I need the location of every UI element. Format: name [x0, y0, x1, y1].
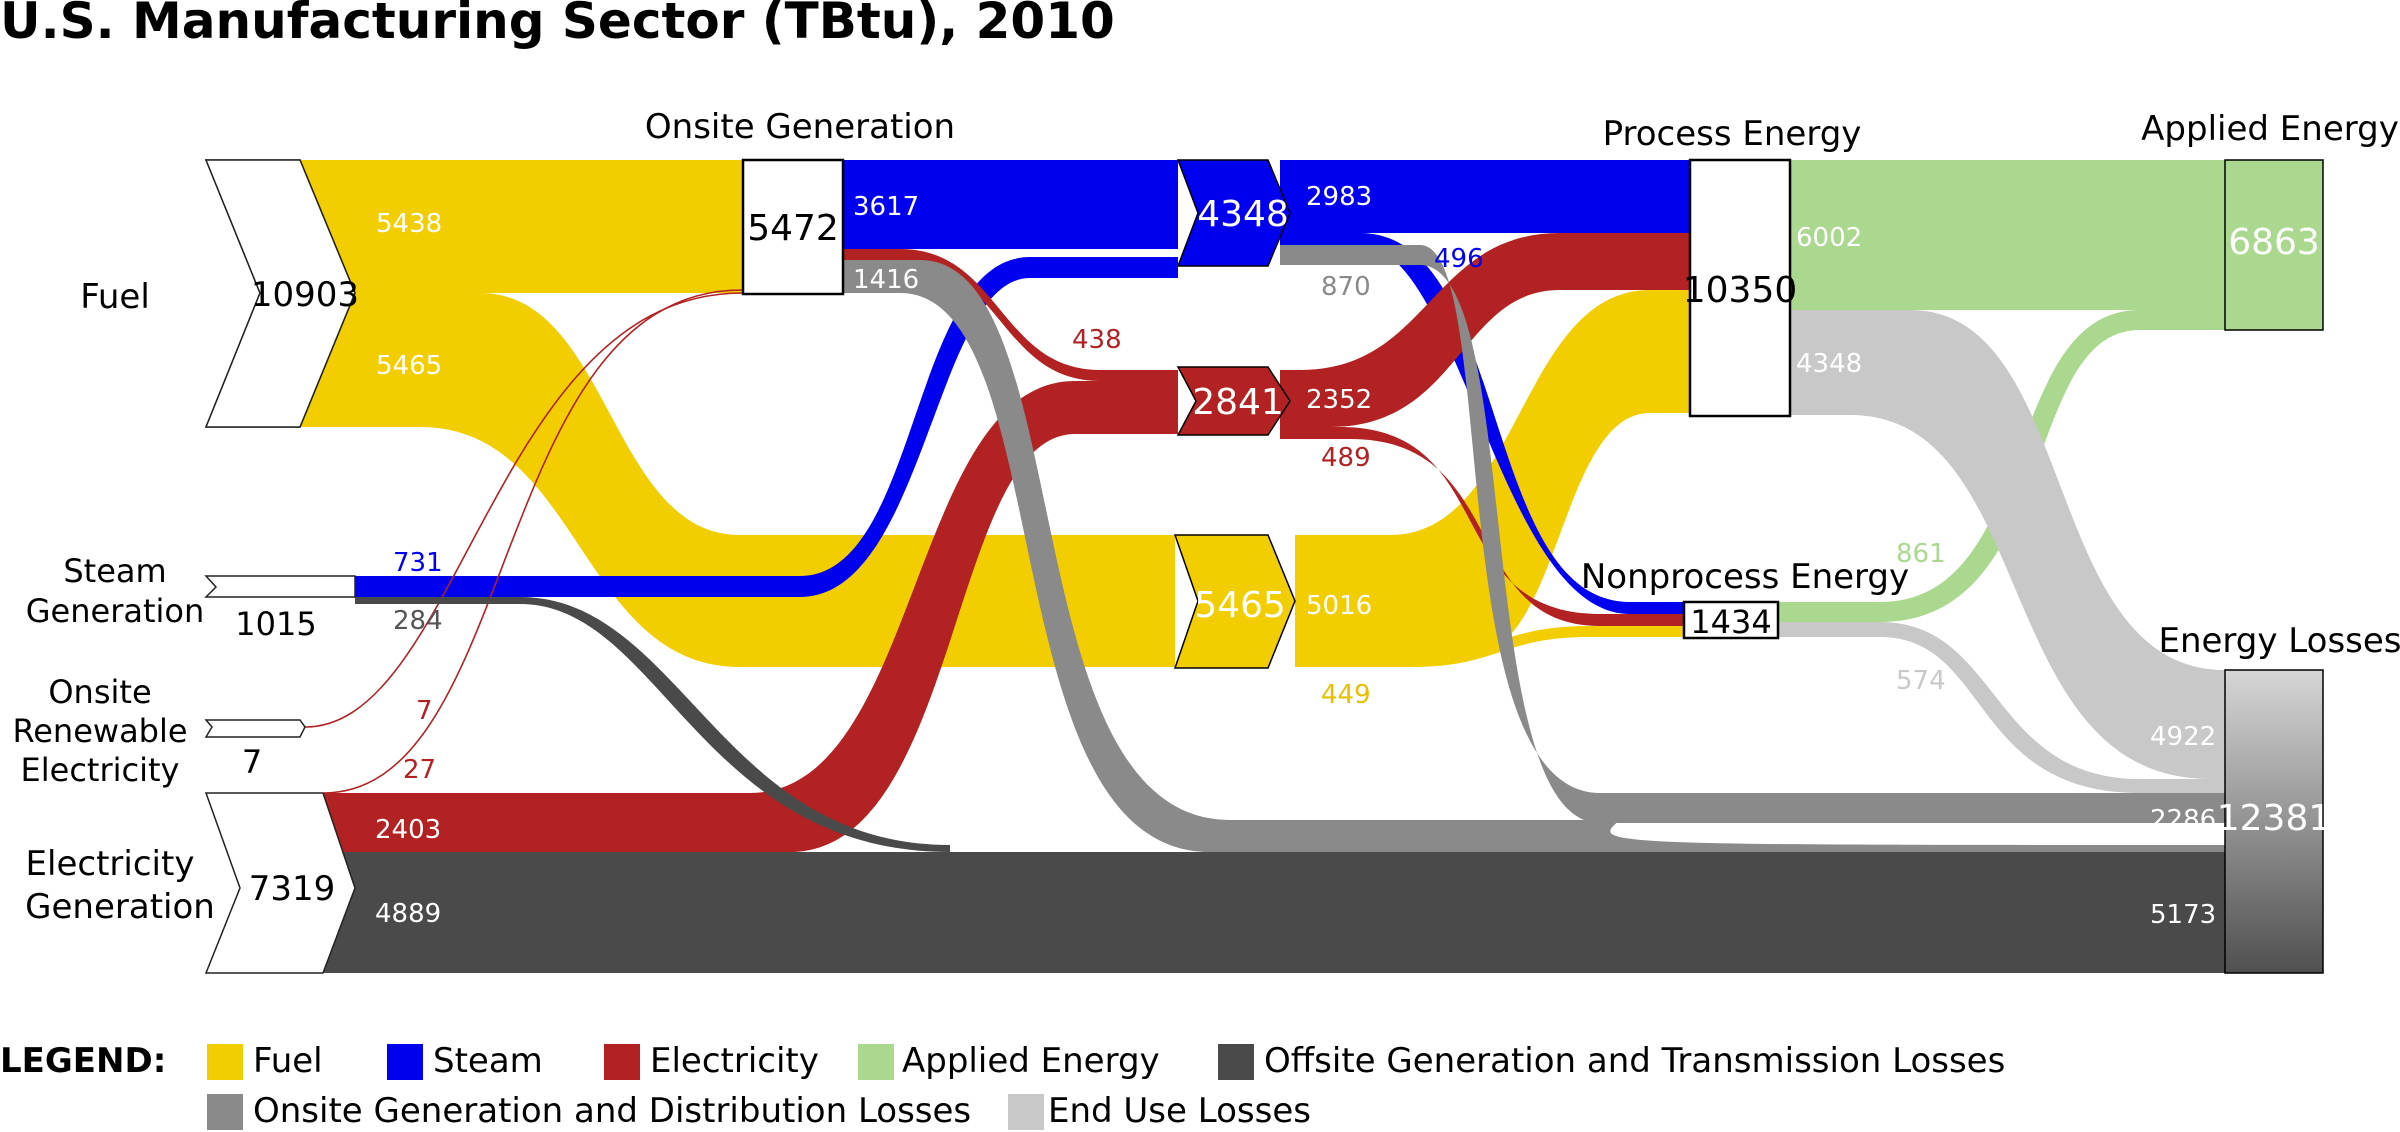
- legend-swatch-onsite-losses: [207, 1094, 243, 1130]
- node-fuel-source: [204, 159, 356, 428]
- flow-fuel-to-onsite-generation: [300, 160, 742, 293]
- node-nonprocess-energy: [1682, 600, 1780, 640]
- node-steam-hub: [1176, 159, 1291, 267]
- legend-label-steam: Steam: [433, 1041, 543, 1081]
- label-onsite-electricity: 438: [1072, 325, 1122, 355]
- label-electricity-to-process: 2352: [1306, 385, 1372, 415]
- legend-swatch-end-use-losses: [1008, 1094, 1044, 1130]
- node-onsite-generation-value: 5472: [747, 208, 839, 249]
- legend-heading: LEGEND:: [0, 1041, 166, 1081]
- legend-swatch-electricity: [604, 1044, 640, 1080]
- label-steam-to-process: 2983: [1306, 182, 1372, 212]
- flow-electricity-to-process: [1280, 233, 1690, 427]
- node-energy-losses-value: 12381: [2217, 798, 2332, 839]
- label-steam-generation-steam: 731: [393, 548, 443, 578]
- node-renewable-value: 7: [242, 743, 262, 781]
- node-applied-energy-value: 6863: [2228, 222, 2320, 263]
- node-renewable-label-2: Renewable: [12, 712, 187, 750]
- flow-onsite-to-steam-hub: [843, 160, 1178, 249]
- diagram-title: U.S. Manufacturing Sector (TBtu), 2010: [0, 0, 1115, 50]
- label-steam-to-nonprocess: 496: [1434, 244, 1484, 274]
- label-nonprocess-to-applied: 861: [1896, 539, 1946, 569]
- node-electricity-generation-label-1: Electricity: [26, 844, 195, 884]
- node-electricity-generation: [204, 792, 356, 974]
- node-process-energy: [1688, 158, 1792, 418]
- node-energy-losses-label: Energy Losses: [2158, 621, 2400, 661]
- node-fuel-label: Fuel: [80, 277, 150, 317]
- node-electricity-hub-value: 2841: [1192, 382, 1284, 423]
- label-loss-onsite: 2286: [2150, 805, 2216, 835]
- node-steam-hub-value: 4348: [1197, 194, 1289, 235]
- flow-renewable-electricity-line-a: [304, 292, 743, 728]
- flow-nonprocess-end-use-losses: [1778, 622, 2225, 793]
- node-nonprocess-energy-label: Nonprocess Energy: [1581, 557, 1909, 597]
- legend-label-offsite-losses: Offsite Generation and Transmission Loss…: [1264, 1041, 2005, 1081]
- node-energy-losses: [2224, 669, 2324, 974]
- legend-swatch-offsite-losses: [1218, 1044, 1254, 1080]
- node-electricity-generation-value: 7319: [249, 869, 336, 909]
- legend-label-fuel: Fuel: [253, 1041, 323, 1081]
- label-onsite-loss: 1416: [853, 265, 919, 295]
- node-renewable-label-3: Electricity: [21, 751, 180, 789]
- legend-label-end-use-losses: End Use Losses: [1048, 1091, 1311, 1131]
- node-process-energy-value: 10350: [1683, 270, 1798, 311]
- flow-grid-electricity-to-electricity-hub: [323, 381, 1178, 852]
- legend-swatch-fuel: [207, 1044, 243, 1080]
- legend-label-onsite-losses: Onsite Generation and Distribution Losse…: [253, 1091, 971, 1131]
- node-renewable-label-1: Onsite: [48, 673, 151, 711]
- label-fuel-to-nonprocess: 449: [1321, 680, 1371, 710]
- label-process-loss: 4348: [1796, 349, 1862, 379]
- label-fuel-to-onsite: 5438: [376, 209, 442, 239]
- node-fuel-hub-value: 5465: [1194, 585, 1286, 626]
- flow-process-to-applied: [1778, 160, 2225, 310]
- label-fuel-to-hub: 5465: [376, 351, 442, 381]
- label-steam-loss: 870: [1321, 272, 1371, 302]
- node-onsite-renewable-electricity: [204, 719, 306, 738]
- node-nonprocess-energy-value: 1434: [1690, 603, 1771, 641]
- label-onsite-steam: 3617: [853, 192, 919, 222]
- legend-swatch-steam: [387, 1044, 423, 1080]
- node-process-energy-label: Process Energy: [1603, 114, 1862, 154]
- label-renewable-b: 27: [403, 755, 436, 785]
- flow-onsite-generation-losses: [843, 260, 2225, 852]
- label-loss-end-use: 4922: [2150, 722, 2216, 752]
- flow-steam-hub-losses: [1280, 245, 2225, 823]
- legend-label-applied: Applied Energy: [902, 1041, 1160, 1081]
- label-fuel-to-process: 5016: [1306, 591, 1372, 621]
- legend-swatch-applied: [858, 1044, 894, 1080]
- label-steam-generation-loss: 284: [393, 606, 443, 636]
- node-electricity-generation-label-2: Generation: [25, 887, 215, 927]
- label-renewable-a: 7: [416, 696, 433, 726]
- legend-label-electricity: Electricity: [650, 1041, 819, 1081]
- flow-renewable-electricity-line-b: [322, 289, 743, 794]
- flow-offsite-losses: [323, 852, 2225, 973]
- label-process-to-applied: 6002: [1796, 223, 1862, 253]
- label-nonprocess-loss: 574: [1896, 666, 1946, 696]
- node-fuel-value: 10903: [251, 275, 359, 315]
- flow-steam-to-process: [1280, 160, 1690, 233]
- label-grid-electricity: 2403: [375, 815, 441, 845]
- node-applied-energy: [2224, 159, 2324, 331]
- node-electricity-hub: [1176, 366, 1291, 436]
- flow-fuel-to-nonprocess: [1295, 626, 1684, 667]
- label-offsite-loss: 4889: [375, 899, 441, 929]
- node-fuel-hub: [1173, 534, 1296, 669]
- label-electricity-to-nonprocess: 489: [1321, 443, 1371, 473]
- node-steam-generation-label-2: Generation: [26, 592, 205, 630]
- flow-process-end-use-losses: [1778, 310, 2225, 779]
- node-steam-generation-label-1: Steam: [63, 552, 166, 590]
- node-onsite-generation: [741, 158, 845, 296]
- node-steam-generation-value: 1015: [235, 605, 316, 643]
- node-applied-energy-label: Applied Energy: [2141, 109, 2399, 149]
- node-onsite-generation-label: Onsite Generation: [645, 107, 955, 147]
- node-steam-generation: [204, 575, 356, 598]
- label-loss-offsite: 5173: [2150, 900, 2216, 930]
